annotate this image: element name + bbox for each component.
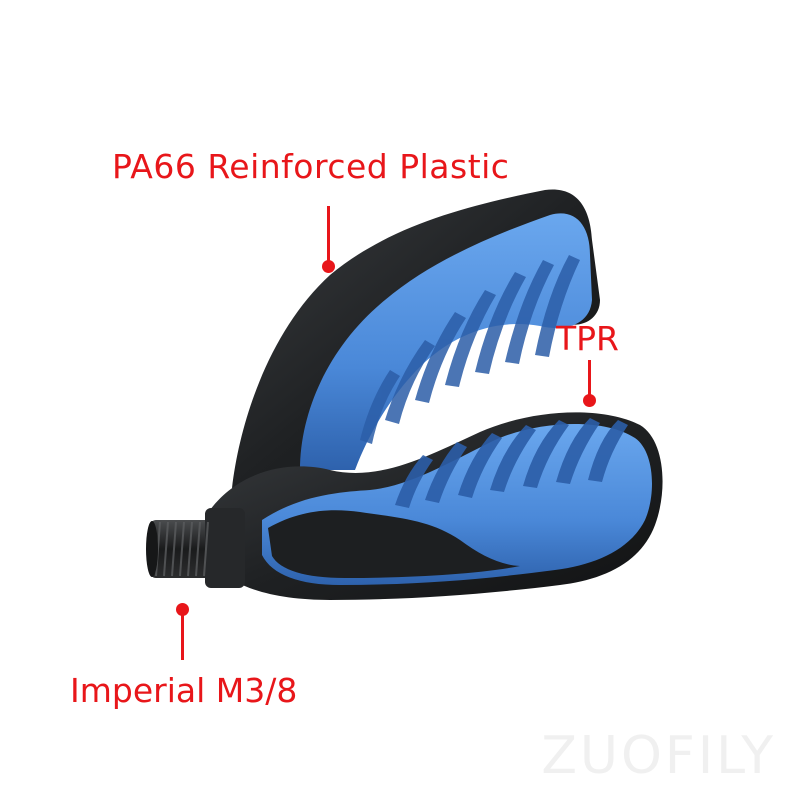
brand-watermark: ZUOFILY <box>541 726 776 786</box>
leader-dot-imperial <box>176 603 189 616</box>
label-pa66-reinforced-plastic: PA66 Reinforced Plastic <box>112 147 510 186</box>
leader-line-pa66 <box>327 206 330 264</box>
front-arm-ribs <box>395 418 628 508</box>
front-arm-inner-shell <box>268 510 520 578</box>
threaded-bolt <box>146 508 245 588</box>
back-arm-ribs <box>360 255 580 444</box>
label-imperial-m3-8: Imperial M3/8 <box>70 671 298 710</box>
leader-dot-pa66 <box>322 260 335 273</box>
leader-line-tpr <box>588 360 591 398</box>
label-tpr: TPR <box>556 319 619 358</box>
leader-dot-tpr <box>583 394 596 407</box>
leader-line-imperial <box>181 612 184 660</box>
